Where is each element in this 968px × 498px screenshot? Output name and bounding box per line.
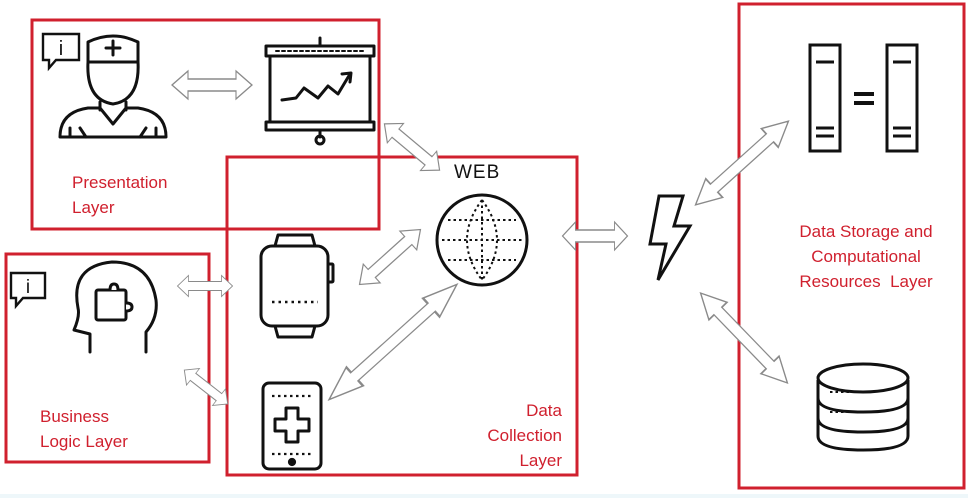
data-collection-layer-frame: [225, 155, 579, 477]
arrow-watch-web: [350, 219, 430, 295]
data-collection-label-line3: Layer: [519, 451, 562, 470]
doctor-icon: [58, 34, 168, 139]
business-label-line1: Business: [40, 407, 109, 426]
data-collection-layer-label: Data Collection Layer: [470, 398, 562, 473]
info-glyph-2: i: [26, 277, 30, 298]
presentation-layer-label: Presentation Layer: [72, 170, 167, 220]
storage-label-line2: Computational: [811, 247, 921, 266]
info-bubble-icon: [41, 32, 81, 72]
business-label-line2: Logic Layer: [40, 432, 128, 451]
arrow-web-bolt: [561, 221, 629, 251]
arrow-phone-web: [319, 274, 467, 410]
data-collection-label-line2: Collection: [487, 426, 562, 445]
data-collection-label-line1: Data: [526, 401, 562, 420]
info-bubble-icon-2: [9, 271, 47, 310]
storage-layer-label: Data Storage and Computational Resources…: [770, 219, 962, 294]
presentation-chart-icon: [264, 36, 376, 146]
arrow-doctor-chart: [171, 70, 253, 100]
business-logic-layer-frame: [4, 252, 211, 464]
lightning-icon: [648, 194, 693, 281]
database-icon: [816, 362, 910, 452]
web-label: WEB: [454, 162, 501, 183]
mobile-medical-icon: [261, 381, 323, 471]
server-sync-icon: [808, 43, 919, 153]
bottom-edge: [0, 494, 968, 498]
presentation-layer-frame: [30, 18, 381, 231]
presentation-label-line1: Presentation: [72, 173, 168, 192]
arrow-bolt-database: [690, 283, 798, 393]
head-puzzle-icon: [72, 260, 158, 354]
arrow-chart-web: [375, 113, 449, 181]
info-glyph: i: [59, 38, 63, 60]
web-globe-icon: [435, 193, 529, 287]
business-logic-layer-label: Business Logic Layer: [40, 404, 128, 454]
storage-label-line3: Resources Layer: [799, 272, 933, 291]
arrow-bolt-servers: [686, 111, 798, 215]
storage-layer-frame: [737, 2, 966, 490]
smartwatch-icon: [259, 233, 335, 339]
presentation-label-line2: Layer: [72, 198, 115, 217]
arrow-head-watch: [176, 274, 234, 298]
storage-label-line1: Data Storage and: [799, 222, 933, 241]
